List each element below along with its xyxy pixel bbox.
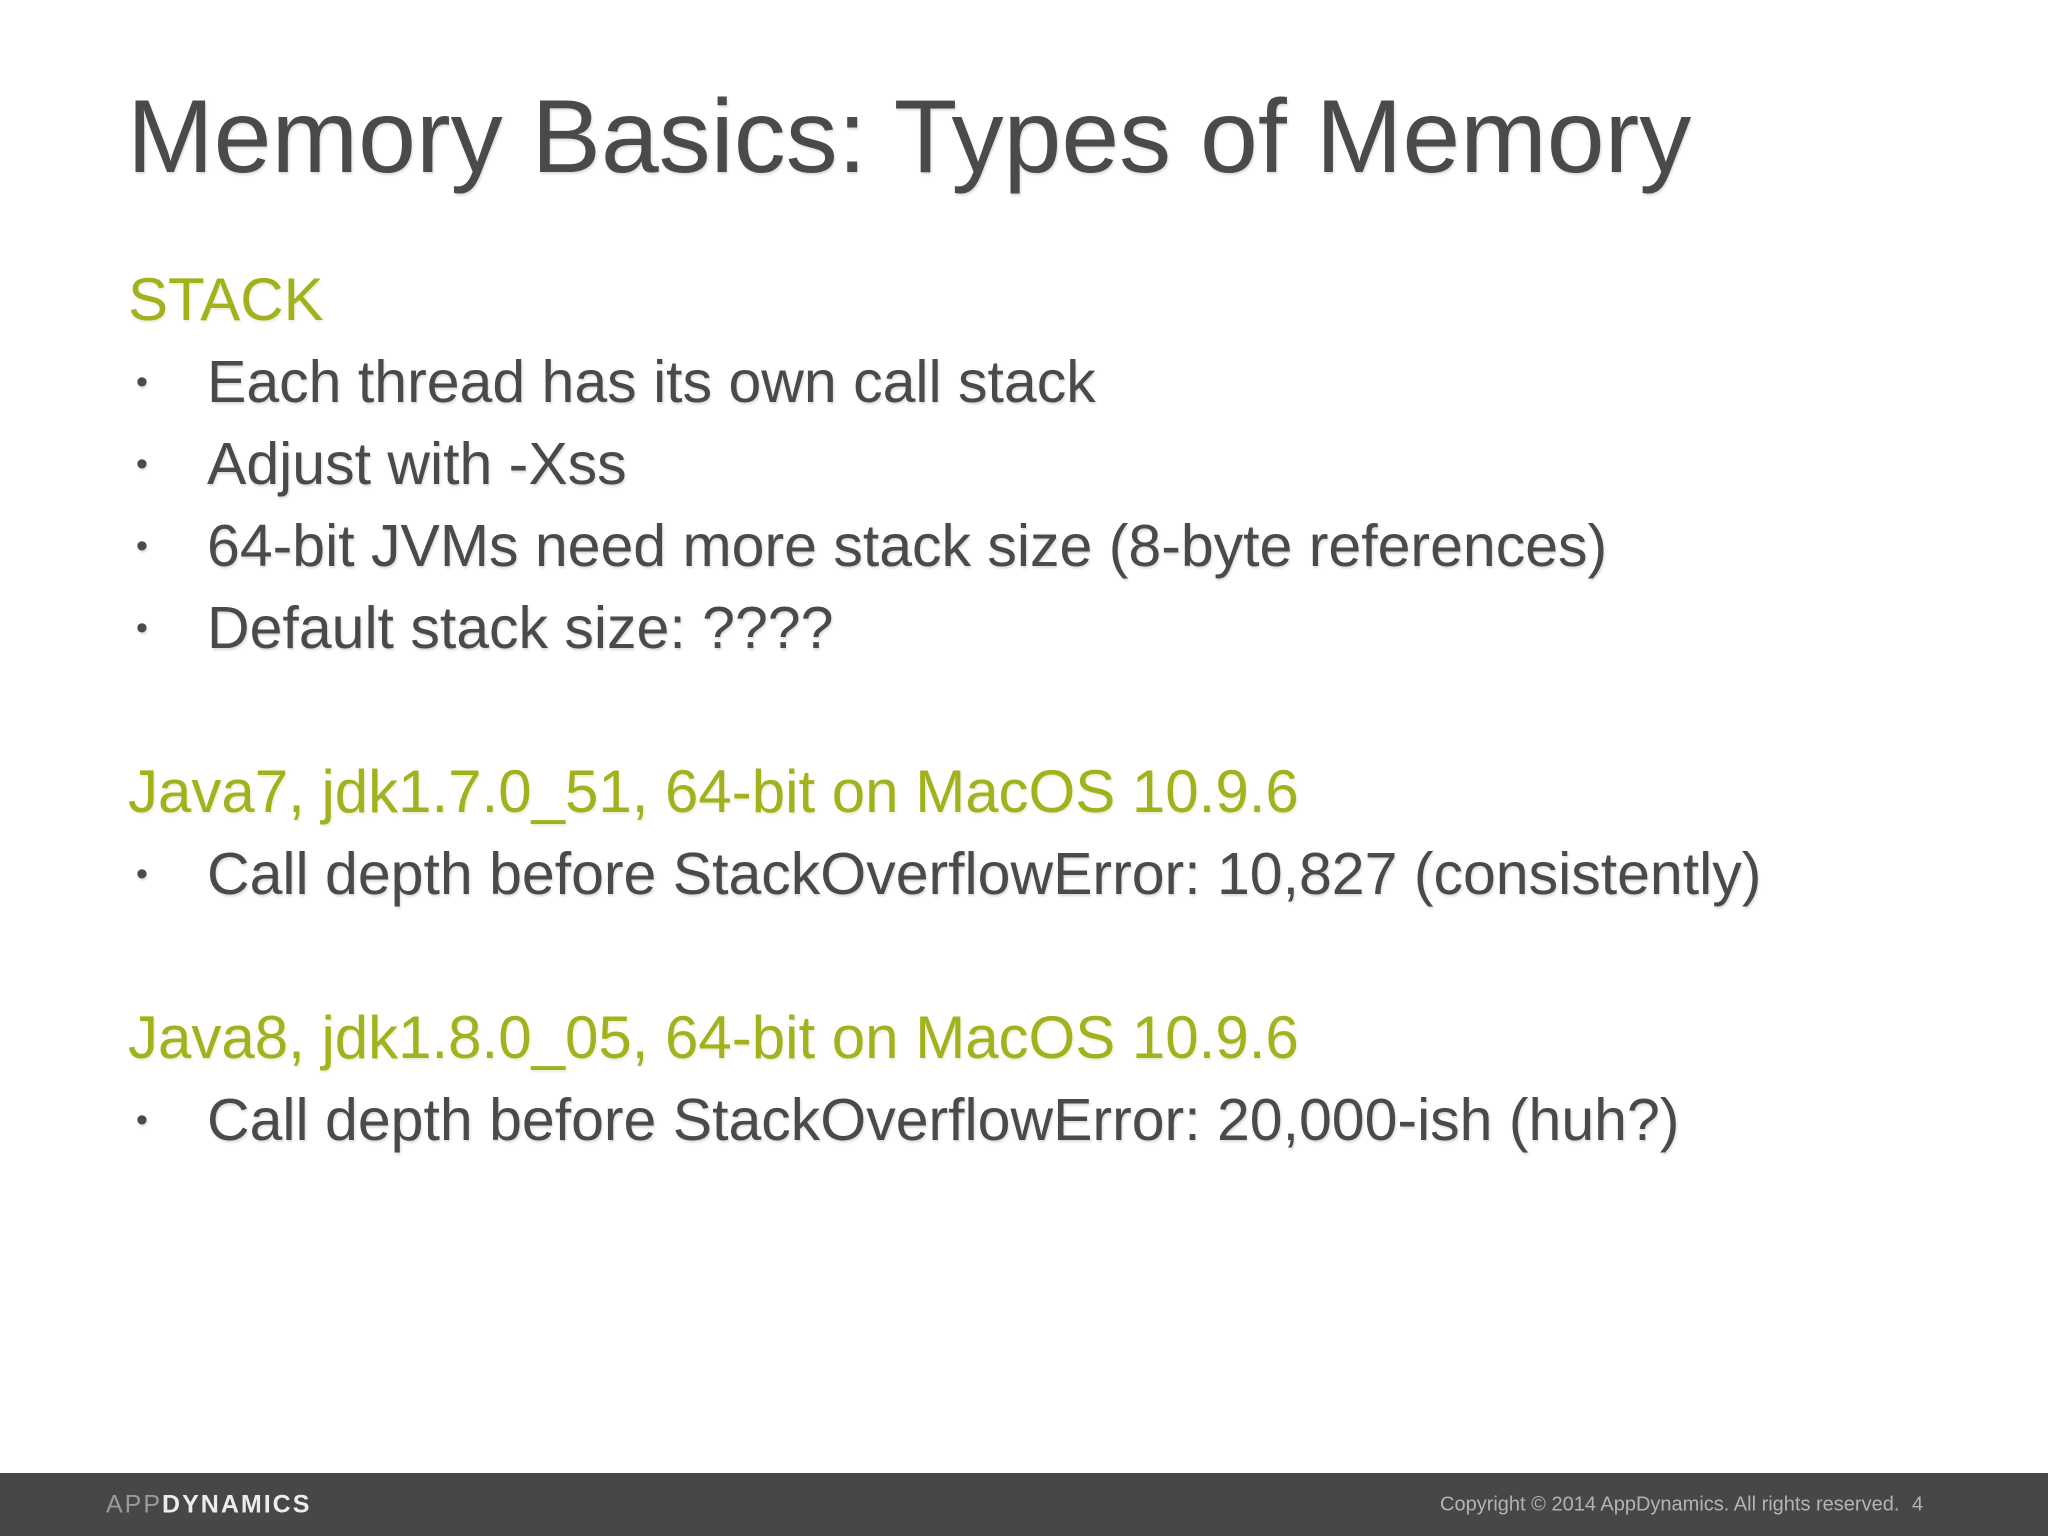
section-java7: Java7, jdk1.7.0_51, 64-bit on MacOS 10.9… [128, 751, 1968, 915]
slide-body: STACK Each thread has its own call stack… [128, 259, 1968, 1161]
page-title: Memory Basics: Types of Memory [127, 79, 1692, 195]
section-heading-stack: STACK [128, 266, 324, 333]
bullet-item: Each thread has its own call stack [128, 341, 1968, 423]
bullet-list: Call depth before StackOverflowError: 20… [128, 1079, 1968, 1161]
section-stack: STACK Each thread has its own call stack… [128, 259, 1968, 669]
bullet-list: Call depth before StackOverflowError: 10… [128, 833, 1968, 915]
bullet-item: 64-bit JVMs need more stack size (8-byte… [128, 505, 1968, 587]
bullet-list: Each thread has its own call stack Adjus… [128, 341, 1968, 669]
logo-app-text: APP [106, 1490, 163, 1518]
logo-dynamics-text: DYNAMICS [162, 1490, 312, 1518]
bullet-item: Call depth before StackOverflowError: 10… [128, 833, 1968, 915]
appdynamics-logo: APPDYNAMICS [106, 1490, 311, 1519]
bullet-item: Adjust with -Xss [128, 423, 1968, 505]
bullet-item: Call depth before StackOverflowError: 20… [128, 1079, 1968, 1161]
section-heading-java7: Java7, jdk1.7.0_51, 64-bit on MacOS 10.9… [128, 758, 1299, 825]
section-java8: Java8, jdk1.8.0_05, 64-bit on MacOS 10.9… [128, 997, 1968, 1161]
page-number: 4 [1912, 1493, 1924, 1515]
section-heading-java8: Java8, jdk1.8.0_05, 64-bit on MacOS 10.9… [128, 1004, 1299, 1071]
copyright-text: Copyright © 2014 AppDynamics. All rights… [1440, 1493, 1900, 1515]
bullet-item: Default stack size: ???? [128, 587, 1968, 669]
footer-bar: APPDYNAMICS Copyright © 2014 AppDynamics… [0, 1473, 2048, 1536]
